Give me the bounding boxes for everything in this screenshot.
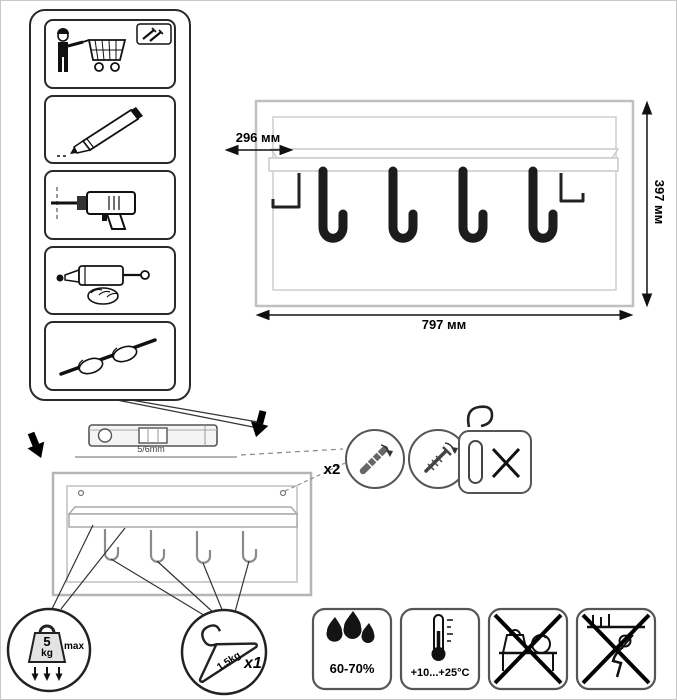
depth-dimension-label: 296 мм (235, 130, 281, 145)
no-climbing-box (575, 607, 657, 691)
tool-step-drilling (44, 170, 176, 240)
shelf-max-load-value: 5 (43, 634, 51, 649)
fastener-detail-wall-plug (345, 429, 405, 489)
mounting-arrow-right (250, 410, 269, 438)
hook-glyph (466, 405, 494, 428)
no-heavy-load-box (487, 607, 569, 691)
prohibition-x (581, 613, 651, 685)
humidity-range-label: 60-70% (329, 661, 375, 676)
cross-mark (491, 447, 521, 479)
prohibition-x (493, 613, 563, 685)
manual-insertion-icon (59, 338, 157, 376)
tool-step-manual-fit (44, 321, 176, 391)
pencil-icon (57, 107, 143, 158)
load-callout-lines (50, 524, 250, 618)
tool-step-purchase (44, 19, 176, 89)
thermometer-icon (431, 614, 453, 661)
weight-icon (27, 632, 67, 663)
spirit-level (88, 424, 218, 447)
side-bracket-right (559, 173, 585, 203)
shelf-max-load-unit: kg (41, 647, 53, 659)
shelf-max-load-label: 5 kg (31, 635, 63, 659)
hook-quantity-label: x1 (244, 655, 262, 672)
callout-lines (116, 399, 259, 428)
mount-screw-right (279, 489, 287, 497)
temperature-range-label: +10...+25°C (410, 667, 470, 679)
drill-icon (51, 186, 136, 230)
max-load-badge (6, 607, 92, 693)
humidity-box (311, 607, 393, 691)
width-dimension-label: 797 мм (421, 317, 467, 332)
tools-panel (29, 9, 191, 401)
drill-size-label: 5/6mm (137, 444, 165, 454)
hanger-icon (198, 624, 258, 684)
anchor-capsule (468, 440, 483, 484)
fastener-quantity-label: x2 (323, 461, 341, 478)
shelf-top (270, 148, 619, 159)
height-dimension-label: 397 мм (652, 179, 667, 225)
product-panel (254, 99, 635, 308)
hanger-load-badge (180, 608, 268, 696)
coat-hooks (318, 166, 558, 243)
max-label: max (64, 641, 85, 652)
tool-step-adhesive (44, 245, 176, 316)
dimension-arrows (224, 100, 653, 321)
tool-step-marking (44, 94, 176, 165)
mount-screw-left (77, 489, 85, 497)
adhesive-applicator-icon (56, 264, 150, 305)
side-bracket-left (271, 173, 301, 209)
wall-reference-line (75, 448, 344, 458)
temperature-box (399, 607, 481, 691)
hanging-detail (458, 405, 532, 494)
mounting-arrow-left (27, 431, 45, 459)
down-arrows (31, 667, 63, 681)
installation-rack-outline (51, 462, 346, 597)
person-with-cart-icon (57, 23, 172, 72)
water-drops-icon (326, 611, 375, 643)
